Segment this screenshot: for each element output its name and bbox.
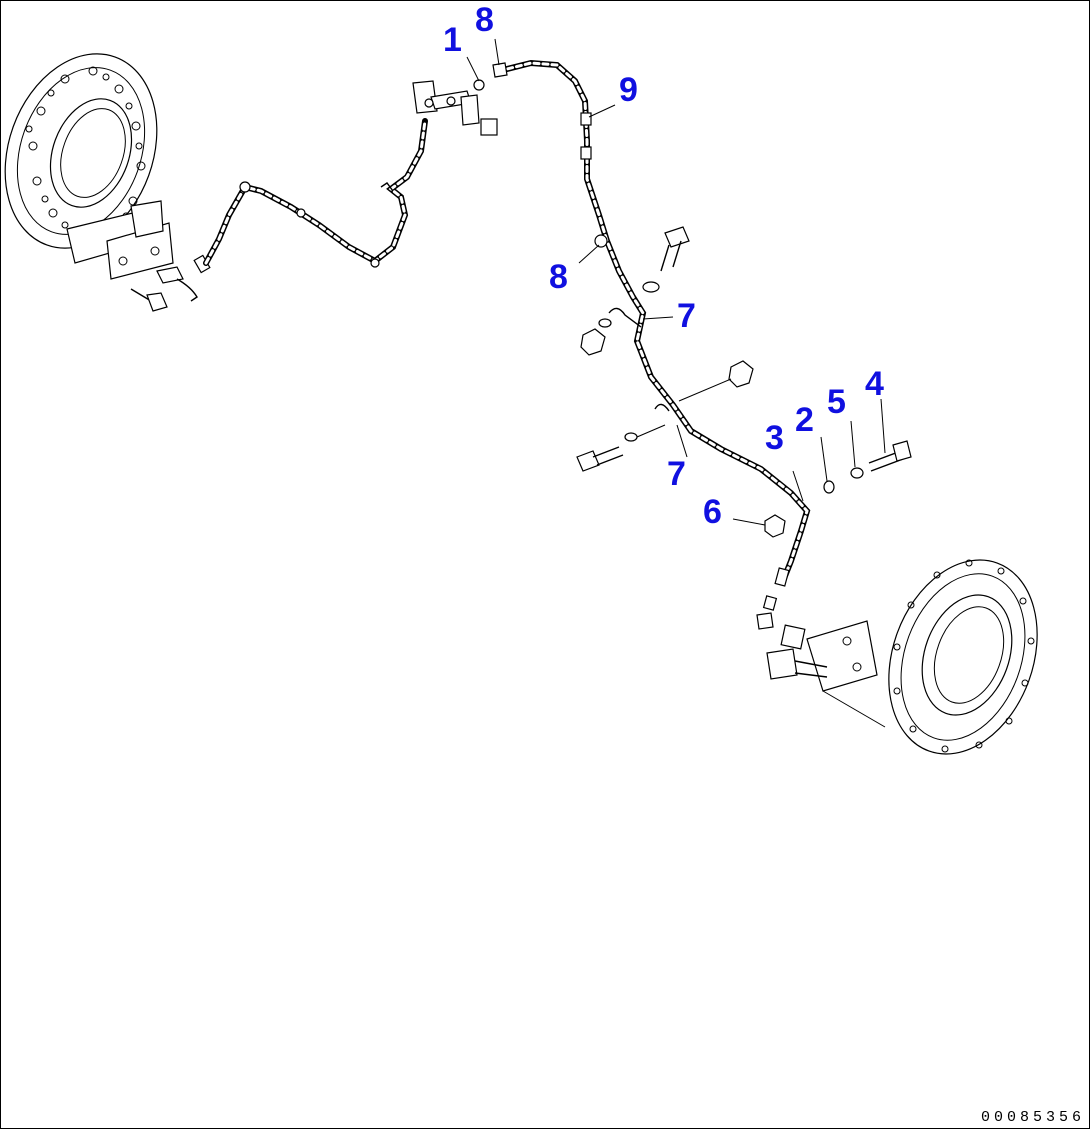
callout-8-lower: 8 — [549, 258, 568, 296]
callout-3: 3 — [765, 419, 784, 457]
upper-clamp-hardware — [580, 226, 690, 356]
left-caliper-bracket — [66, 200, 174, 280]
left-brake-hose — [203, 118, 428, 268]
right-hose-fitting — [756, 567, 806, 650]
nut-6 — [764, 514, 786, 538]
right-caliper-bracket — [766, 620, 886, 728]
left-hose-fitting — [156, 254, 211, 302]
callout-labels: 1 8 9 8 7 7 3 2 5 4 6 — [443, 1, 884, 531]
bolt-washer-stack — [764, 440, 912, 538]
clamp-8-lower — [594, 234, 608, 248]
lower-clamp-hardware — [576, 360, 754, 472]
callout-1: 1 — [443, 21, 462, 59]
right-brake-disc — [888, 559, 1038, 755]
part-1-marker — [473, 79, 485, 91]
callout-9: 9 — [619, 71, 638, 109]
brake-pipe — [492, 59, 811, 584]
upper-frame-bracket — [412, 79, 498, 136]
callout-5: 5 — [827, 383, 846, 421]
callout-2: 2 — [795, 401, 814, 439]
spacer-2 — [823, 480, 835, 494]
washer-5 — [850, 467, 864, 479]
left-caliper-bolt — [130, 288, 168, 312]
callout-4: 4 — [865, 365, 884, 403]
left-brake-disc — [4, 53, 158, 249]
callout-7-upper: 7 — [677, 297, 696, 335]
drawing-number: 00085356 — [980, 1109, 1085, 1126]
leader-lines — [466, 38, 886, 526]
callout-6: 6 — [703, 493, 722, 531]
callout-7-lower: 7 — [667, 455, 686, 493]
callout-8-top: 8 — [475, 1, 494, 39]
